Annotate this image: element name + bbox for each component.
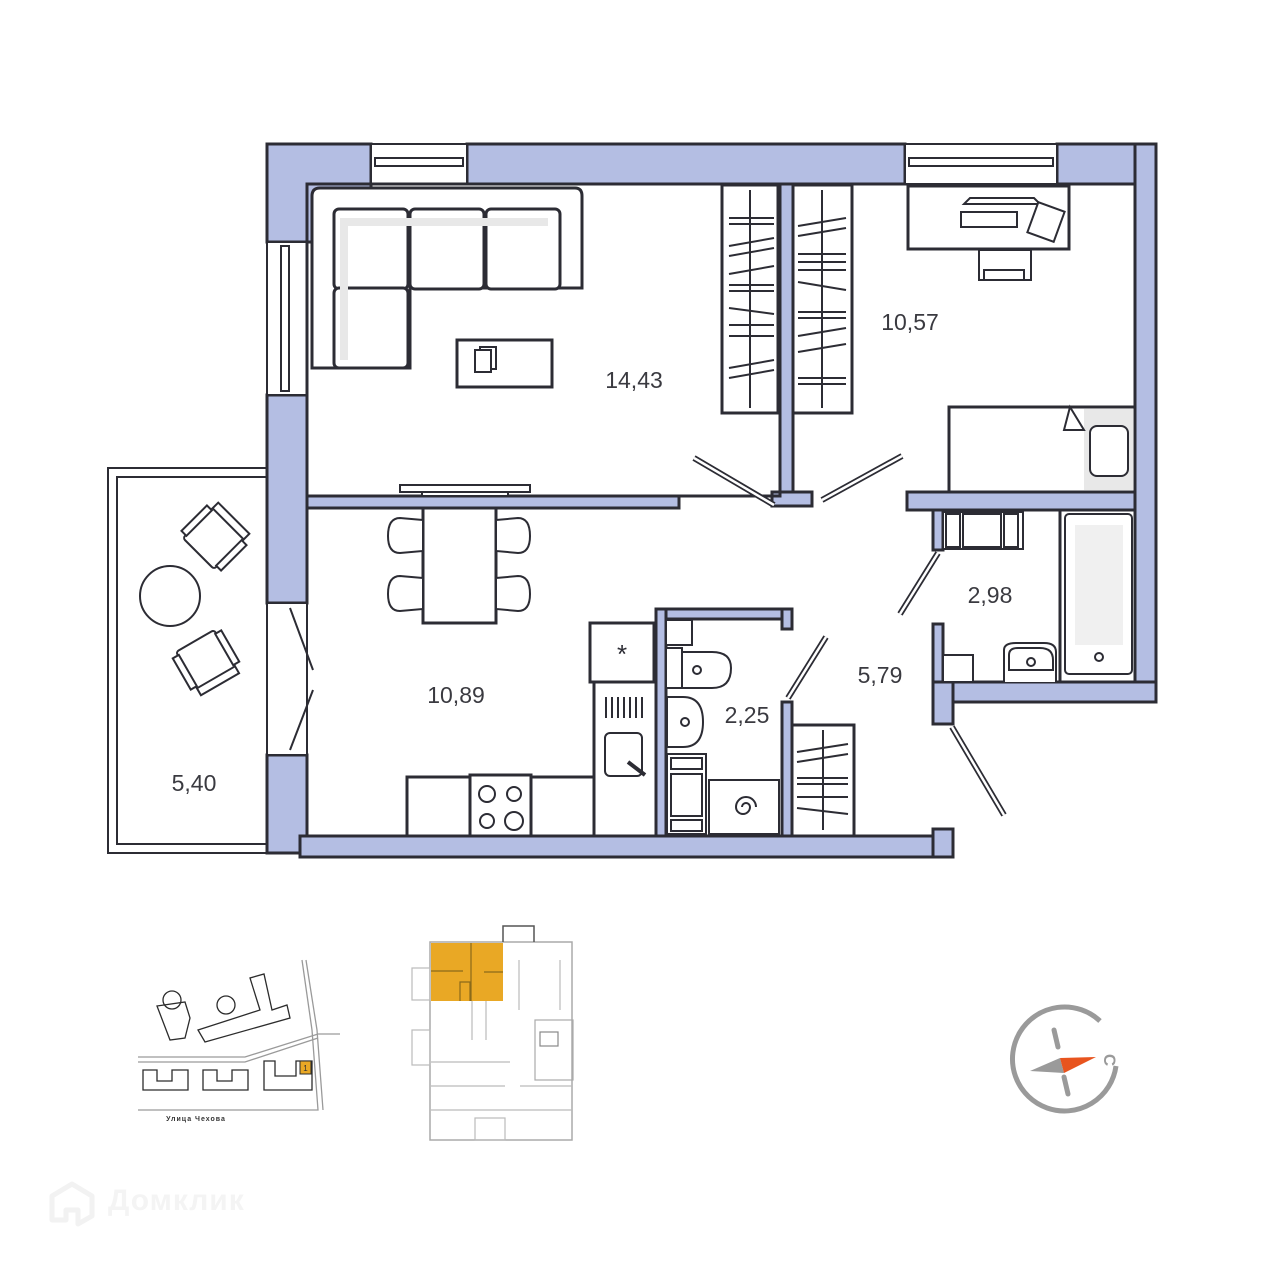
doors — [692, 453, 1007, 817]
compass-north-letter: С — [1100, 1054, 1119, 1066]
area-balcony: 5,40 — [172, 770, 217, 796]
area-living-room: 14,43 — [605, 367, 663, 393]
balcony-chair-icon — [171, 629, 241, 697]
water-heater-icon — [708, 779, 780, 835]
toilet-icon — [665, 647, 733, 689]
bathroom: 2,98 — [942, 508, 1137, 684]
site-plan: 1 Улица Чехова — [138, 959, 340, 1123]
wardrobe-icon — [791, 183, 854, 415]
coffee-table-icon — [455, 338, 554, 389]
domclick-watermark: Домклик — [108, 1184, 245, 1217]
building-number: 1 — [303, 1064, 308, 1073]
sink-icon — [1003, 642, 1057, 682]
bedroom: 10,57 — [881, 184, 1137, 494]
tv-icon — [399, 484, 531, 497]
walls — [265, 142, 1158, 859]
sofa-icon — [310, 186, 584, 370]
area-bedroom: 10,57 — [881, 309, 939, 335]
wardrobe-icon — [720, 183, 780, 415]
cabinet-icon — [666, 753, 707, 835]
living-room: 14,43 — [305, 182, 782, 498]
dining-table-icon — [386, 506, 532, 625]
kitchen: * 10,89 — [386, 506, 658, 838]
balcony — [107, 467, 269, 854]
street-label: Улица Чехова — [166, 1116, 226, 1123]
bed-icon — [947, 404, 1137, 494]
toilet-room: 2,25 — [665, 619, 780, 835]
kitchen-sink-icon — [592, 680, 658, 838]
balcony-chair-icon — [180, 501, 251, 572]
area-hallway: 5,79 — [858, 662, 903, 688]
area-bathroom: 2,98 — [968, 582, 1013, 608]
floor-key-plan — [411, 925, 574, 1141]
bathtub-icon — [1058, 508, 1137, 684]
fridge-icon: * — [588, 621, 656, 684]
area-toilet: 2,25 — [725, 702, 770, 728]
compass-icon: С — [1010, 1004, 1119, 1114]
hallway: 5,79 — [790, 662, 903, 838]
area-kitchen: 10,89 — [427, 682, 485, 708]
washing-machine-icon — [942, 511, 1024, 550]
stove-icon — [405, 773, 596, 838]
wash-basin-icon — [666, 696, 705, 748]
domclick-logo-icon — [49, 1181, 95, 1227]
svg-text:*: * — [617, 639, 627, 669]
balcony-table-icon — [139, 565, 201, 627]
desk-icon — [906, 184, 1071, 281]
windows — [266, 143, 1058, 756]
wardrobe-icon — [790, 723, 856, 838]
